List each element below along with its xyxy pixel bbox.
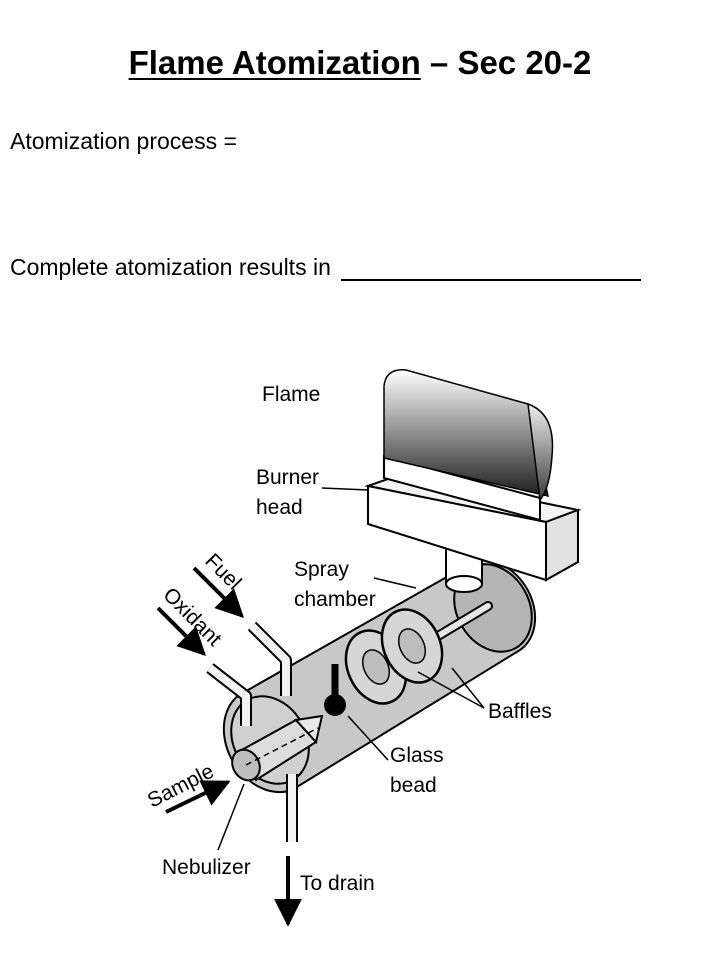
fuel-arrow bbox=[192, 566, 244, 618]
title-main: Flame Atomization bbox=[128, 44, 421, 81]
spray-chamber-leader bbox=[373, 577, 417, 589]
page-title: Flame Atomization – Sec 20-2 bbox=[0, 44, 720, 82]
baffles-shape bbox=[344, 608, 444, 705]
baffles-leader-2 bbox=[417, 671, 485, 709]
fuel-label: Fuel bbox=[200, 549, 245, 594]
flame-label: Flame bbox=[262, 383, 320, 406]
title-section: – Sec 20-2 bbox=[420, 44, 592, 81]
glass-bead-label-1: Glass bbox=[390, 744, 444, 767]
baffles-label: Baffles bbox=[488, 700, 552, 723]
nebulizer-leader bbox=[217, 783, 245, 851]
answer-blank bbox=[341, 257, 642, 281]
sample-arrow bbox=[165, 780, 231, 814]
to-drain-label: To drain bbox=[300, 872, 375, 895]
complete-atomization-line: Complete atomization results in bbox=[10, 254, 642, 281]
glass-bead-label-2: bead bbox=[390, 774, 437, 797]
flame-shape bbox=[383, 369, 554, 502]
glass-bead-shape bbox=[324, 664, 346, 716]
nebulizer-shape bbox=[231, 714, 324, 782]
atomization-prompt: Atomization process = bbox=[10, 128, 237, 154]
nebulizer-label: Nebulizer bbox=[162, 856, 251, 879]
burner-head-leader bbox=[321, 487, 369, 491]
burner-label-2: head bbox=[256, 496, 303, 519]
glass-bead-leader bbox=[347, 715, 389, 761]
oxidant-arrow bbox=[156, 606, 206, 656]
baffles-leader-1 bbox=[451, 667, 485, 709]
burner-label-1: Burner bbox=[256, 466, 319, 489]
spray-label-1: Spray bbox=[294, 558, 349, 581]
burner-head-shape bbox=[364, 454, 582, 582]
spray-label-2: chamber bbox=[294, 588, 376, 611]
complete-prompt: Complete atomization results in bbox=[10, 254, 331, 280]
